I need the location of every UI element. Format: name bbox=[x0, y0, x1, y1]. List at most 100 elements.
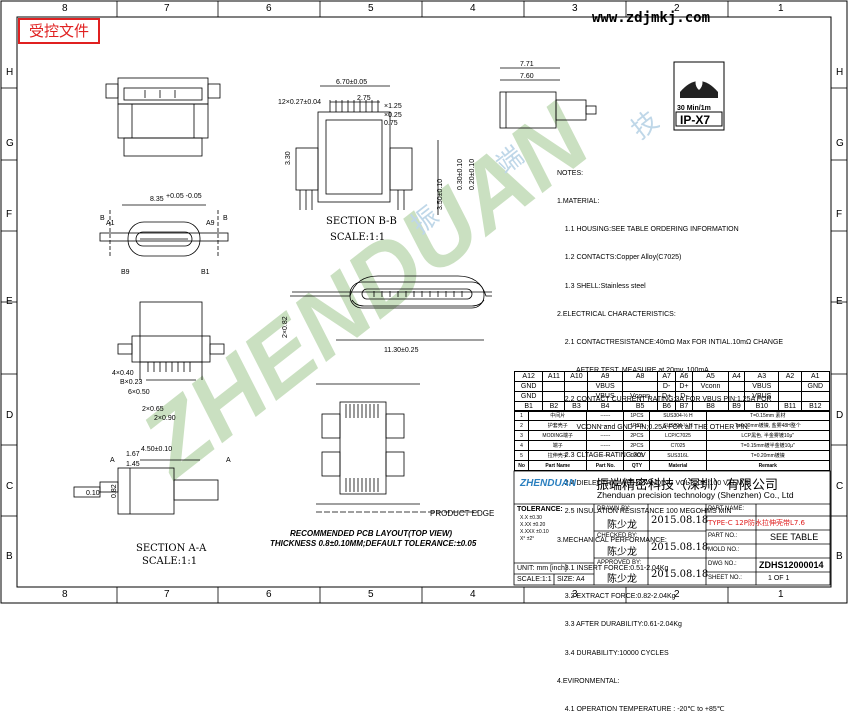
ip-rating-badge: 30 Min/1m IP-X7 bbox=[673, 61, 725, 131]
zone-label-side: E bbox=[836, 296, 843, 307]
dim-1130: 11.30±0.25 bbox=[384, 347, 419, 354]
dim-282: 2×0.82 bbox=[282, 316, 289, 338]
bom-cell: ------ bbox=[586, 420, 625, 431]
dim-275: 2.75 bbox=[357, 95, 371, 102]
pcb-title: RECOMMENDED PCB LAYOUT(TOP VIEW) bbox=[290, 529, 452, 538]
pin-cell bbox=[564, 381, 589, 392]
zone-label-side: B bbox=[836, 551, 843, 562]
company-name-en: Zhenduan precision technology (Shenzhen)… bbox=[597, 490, 794, 500]
pin-cell: A6 bbox=[674, 371, 694, 382]
pin-cell: A1 bbox=[800, 371, 831, 382]
pin-cell: GND bbox=[513, 381, 544, 392]
note-line: 2.1 CONTACTRESISTANCE:40mΩ Max FOR INTIA… bbox=[557, 339, 784, 347]
label-b1: B1 bbox=[201, 269, 210, 276]
bom-cell: 4 bbox=[513, 440, 530, 451]
dim-082: 0.82 bbox=[111, 484, 118, 498]
bottom-view-leads bbox=[147, 362, 191, 372]
zone-label-bottom: 6 bbox=[266, 589, 272, 600]
zone-label-side: G bbox=[6, 138, 14, 149]
zone-label-top: 2 bbox=[674, 3, 680, 14]
cross-section-pins bbox=[373, 291, 463, 297]
bom-cell: 1PCS bbox=[623, 420, 651, 431]
pcb-pads bbox=[345, 404, 379, 492]
size-label: SIZE: A4 bbox=[557, 576, 585, 583]
bom-cell: MODING端子 bbox=[528, 430, 588, 441]
dim-030: 0.30±0.10 bbox=[457, 159, 464, 190]
bom-cell: 2 bbox=[513, 420, 530, 431]
drawn-date: 2015.08.18 bbox=[651, 515, 709, 526]
note-line: 3.MECHANICAL PERFORMANCE: bbox=[557, 536, 667, 544]
pcb-product-edge: PRODUCT EDGE bbox=[430, 509, 494, 518]
dim-330: 3.30 bbox=[285, 151, 292, 165]
pin-cell: A4 bbox=[727, 371, 746, 382]
zone-label-bottom: 1 bbox=[778, 589, 784, 600]
bom-header-cell: QTY bbox=[623, 460, 651, 471]
pin-cell: A9 bbox=[587, 371, 623, 382]
website-url[interactable]: www.zdjmkj.com bbox=[592, 10, 711, 26]
pin-cell: A7 bbox=[657, 371, 676, 382]
dim-025: ×0.25 bbox=[384, 112, 402, 119]
bom-cell: T=0.20mm镀镍 bbox=[705, 450, 830, 461]
bom-cell: 中间片 bbox=[528, 410, 588, 421]
pin-cell: A3 bbox=[744, 371, 780, 382]
approved-by-label: APPROVED BY: bbox=[597, 560, 642, 566]
bom-header-cell: No bbox=[513, 460, 530, 471]
pin-cell: VBUS bbox=[744, 381, 780, 392]
note-line: 2.5 INSULATION RESISTANCE 100 MEGOHMS MI… bbox=[557, 508, 732, 516]
zone-label-bottom: 5 bbox=[368, 589, 374, 600]
section-bb-scale: SCALE:1:1 bbox=[330, 232, 385, 243]
dwg-no-value: ZDHS12000014 bbox=[759, 560, 824, 570]
note-line: 1.MATERIAL: bbox=[557, 198, 600, 206]
part-no-label: PART NO.: bbox=[708, 533, 738, 539]
top-view-pins bbox=[299, 100, 405, 210]
note-line: 2.ELECTRICAL CHARACTERISTICS: bbox=[557, 310, 676, 318]
note-line: NOTES: bbox=[557, 169, 584, 177]
mold-no-label: MOLD NO.: bbox=[708, 547, 740, 553]
pin-cell: Vconn bbox=[692, 381, 729, 392]
pin-cell: A2 bbox=[778, 371, 802, 382]
zone-label-top: 7 bbox=[164, 3, 170, 14]
pin-cell: D- bbox=[674, 391, 694, 402]
bom-header-cell: Part Name bbox=[528, 460, 588, 471]
note-line: 1.2 CONTACTS:Copper Alloy(C7025) bbox=[557, 254, 682, 262]
checked-by-label: CHECKED BY: bbox=[597, 533, 638, 539]
pin-cell bbox=[564, 391, 589, 402]
tolerance-line: X.XX ±0.20 bbox=[520, 522, 546, 528]
dim-760: 7.60 bbox=[520, 73, 534, 80]
bom-cell: 1PCS bbox=[623, 410, 651, 421]
dwg-no-label: DWG NO.: bbox=[708, 561, 737, 567]
approved-by-name: 陈少龙 bbox=[607, 574, 637, 585]
section-aa bbox=[73, 459, 219, 515]
bom-header-cell: Part No. bbox=[586, 460, 625, 471]
bom-cell: 5 bbox=[513, 450, 530, 461]
dim-090: 2×0.90 bbox=[154, 415, 176, 422]
tolerance-line: X.XXX ±0.10 bbox=[520, 529, 549, 535]
dim-050: 6×0.50 bbox=[128, 389, 150, 396]
pin-cell bbox=[778, 381, 802, 392]
company-logo: ZHENDUAN bbox=[520, 478, 577, 489]
note-line: 4.EVIRONMENTAL: bbox=[557, 677, 620, 685]
note-line: 3.1 INSERT FORCE:0.51-2.04Kg bbox=[557, 564, 669, 572]
note-line: AFTER TEST. MEASURE at 20mv, 100mA. bbox=[557, 367, 711, 375]
zone-label-top: 3 bbox=[572, 3, 578, 14]
bom-cell: ------ bbox=[586, 450, 625, 461]
unit-label: UNIT: mm [inch] bbox=[517, 565, 567, 572]
part-name-label: PART NAME: bbox=[708, 506, 745, 512]
bom-cell: C7025 bbox=[649, 440, 707, 451]
pin-cell: A8 bbox=[621, 371, 659, 382]
sheet-no-value: 1 OF 1 bbox=[768, 575, 790, 582]
part-name-value: TYPE-C 12P防水拉伸壳带L7.6 bbox=[708, 519, 805, 527]
dim-835-tol: +0.05 -0.05 bbox=[166, 193, 202, 200]
note-line: 1.3 SHELL:Stainless steel bbox=[557, 282, 646, 290]
section-marker-a-left: A bbox=[110, 457, 115, 464]
pin-cell: A5 bbox=[692, 371, 729, 382]
bom-cell: T=0.15mm镀半金镀10μ" bbox=[705, 440, 830, 451]
section-bb-title: SECTION B-B bbox=[326, 216, 397, 227]
section-marker-b-right: B bbox=[223, 215, 228, 222]
